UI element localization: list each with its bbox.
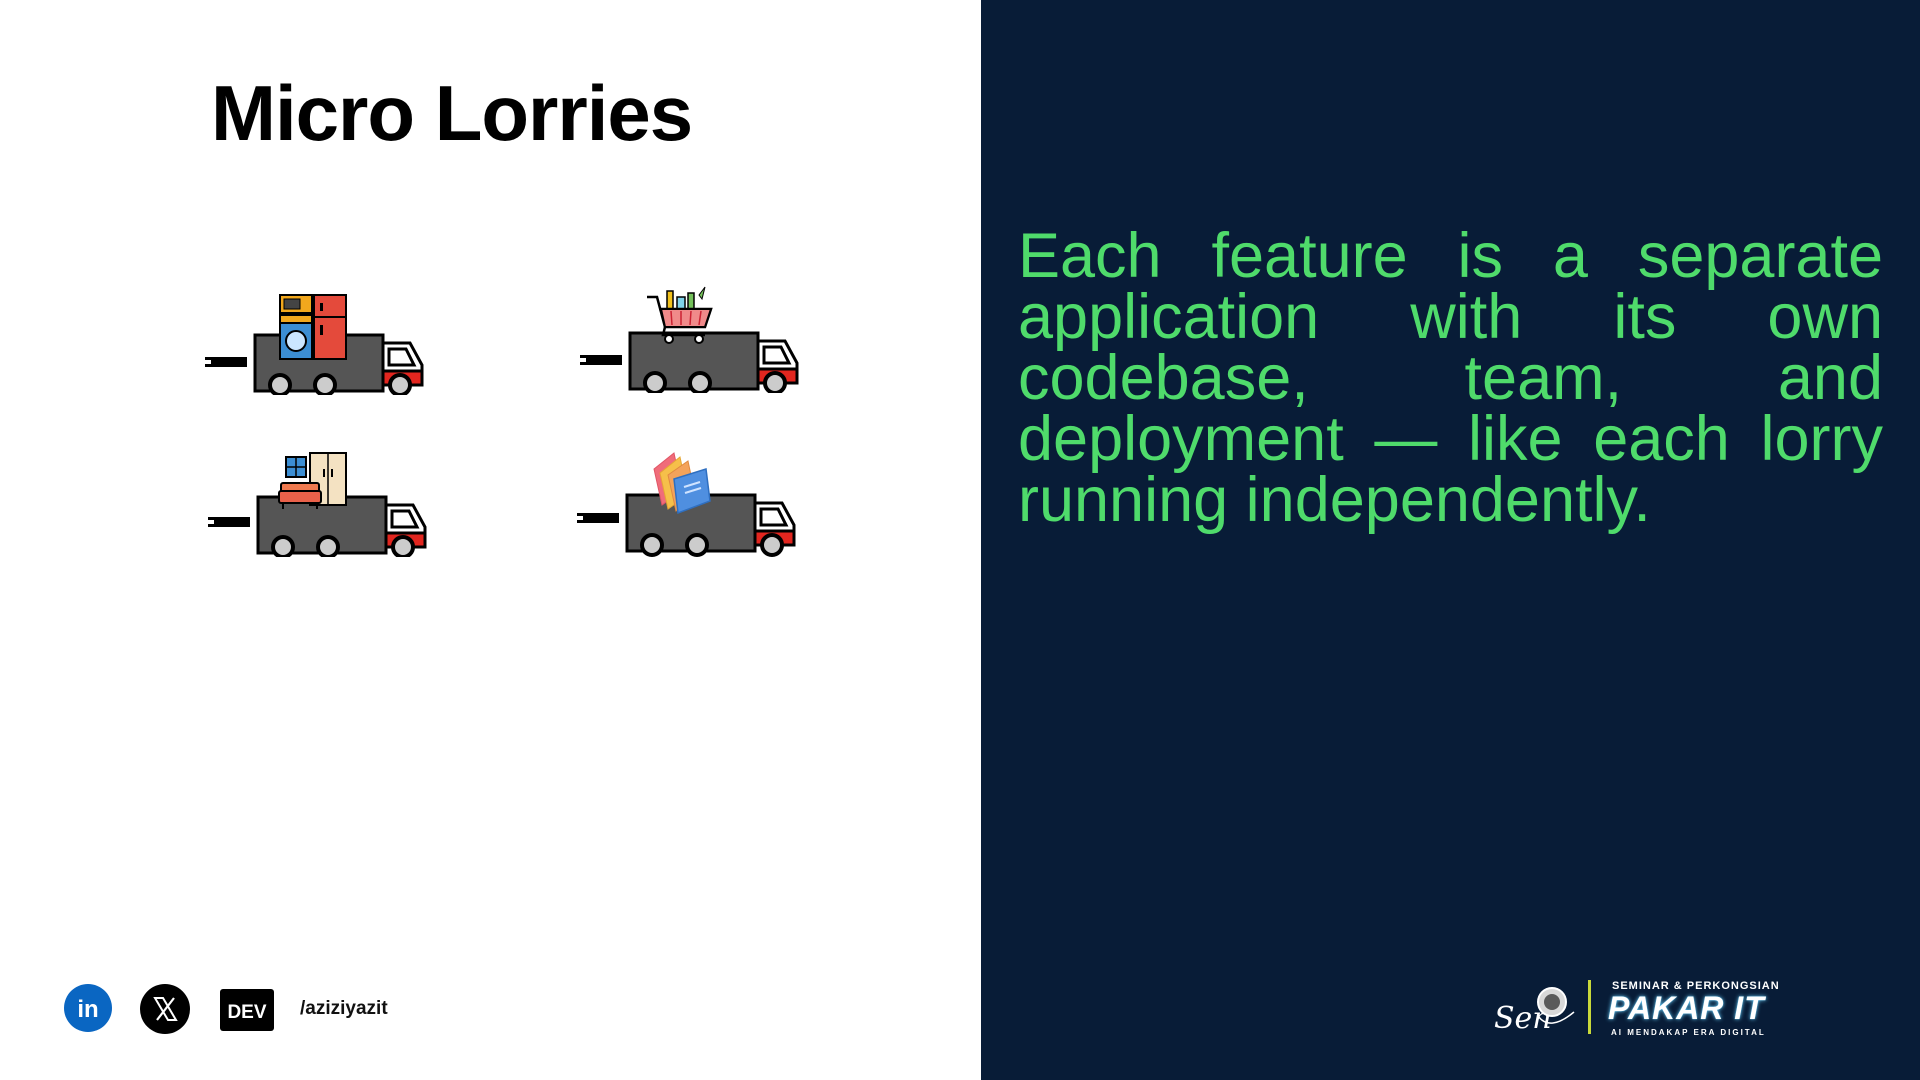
event-top-text: SEMINAR & PERKONGSIAN: [1612, 980, 1780, 992]
right-panel: [981, 0, 1920, 1080]
description-line-3: codebase, team, and: [1018, 343, 1883, 413]
event-tagline: AI MENDAKAP ERA DIGITAL: [1611, 1028, 1766, 1037]
left-panel: Micro Lorries: [64, 69, 805, 1034]
linkedin-icon[interactable]: in: [64, 984, 112, 1032]
x-icon[interactable]: [140, 984, 190, 1034]
furniture-truck-icon: [203, 447, 433, 557]
signature-mark-icon: Sen: [1494, 987, 1575, 1036]
logo-divider: [1588, 980, 1591, 1034]
social-handle[interactable]: /aziziyazit: [300, 998, 388, 1019]
description-line-4: deployment — like each lorry: [1018, 404, 1883, 474]
appliance-truck-icon: [200, 285, 430, 395]
dev-label: DEV: [227, 1002, 266, 1023]
slide-title: Micro Lorries: [211, 69, 693, 157]
description-line-2: application with its own: [1018, 282, 1883, 352]
description-line-1: Each feature is a separate: [1018, 221, 1883, 291]
event-name: PAKAR IT: [1608, 990, 1765, 1026]
dev-icon[interactable]: DEV: [220, 989, 274, 1031]
slide-description: Each feature is a separate application w…: [1018, 221, 1883, 535]
books-truck-icon: [572, 447, 802, 557]
linkedin-label: in: [77, 996, 98, 1023]
grocery-cart-truck-icon: [575, 283, 805, 393]
description-line-5: running independently.: [1018, 465, 1651, 535]
event-logo: Sen SEMINAR & PERKONGSIAN PAKAR IT AI ME…: [1490, 972, 1800, 1052]
